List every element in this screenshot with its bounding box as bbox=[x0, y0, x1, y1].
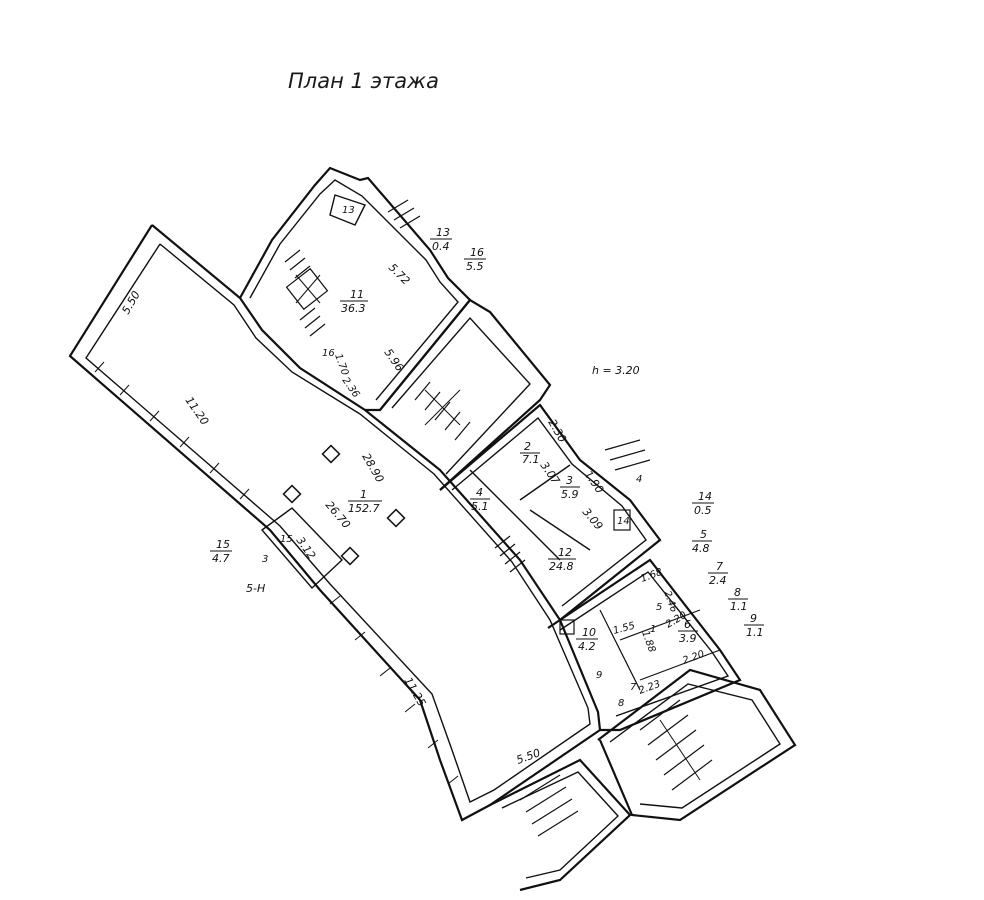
num-16-plan: 16 bbox=[322, 348, 335, 359]
num-13-plan: 13 bbox=[342, 205, 355, 216]
svg-text:5.1: 5.1 bbox=[471, 500, 489, 513]
dim-307: 3.07 bbox=[538, 459, 563, 487]
svg-text:0.4: 0.4 bbox=[432, 240, 450, 253]
room-label-4: 4 5.1 bbox=[470, 486, 490, 513]
room-label-11: 11 36.3 bbox=[340, 288, 368, 315]
dim-190: 1.90 bbox=[582, 468, 607, 496]
svg-text:5: 5 bbox=[700, 528, 707, 541]
num-8-plan: 8 bbox=[618, 698, 624, 709]
svg-text:13: 13 bbox=[436, 226, 450, 239]
num-9-plan: 9 bbox=[596, 670, 602, 681]
room-label-12: 12 24.8 bbox=[548, 546, 576, 573]
svg-text:6: 6 bbox=[684, 618, 691, 631]
plan-title: План 1 этажа bbox=[288, 69, 439, 93]
svg-text:24.8: 24.8 bbox=[549, 560, 574, 573]
room-label-7: 7 2.4 bbox=[708, 560, 728, 587]
room-label-3: 3 5.9 bbox=[560, 474, 580, 501]
room-label-16: 16 5.5 bbox=[464, 246, 486, 273]
room-label-9: 9 1.1 bbox=[744, 612, 764, 639]
external-steps bbox=[387, 199, 651, 471]
main-hall-walls bbox=[68, 224, 602, 822]
num-14-plan: 14 bbox=[617, 516, 630, 527]
entrance-mark: 5-Н bbox=[246, 582, 265, 595]
svg-text:1.1: 1.1 bbox=[746, 626, 764, 639]
svg-text:3: 3 bbox=[566, 474, 573, 487]
room-label-5: 5 4.8 bbox=[692, 528, 712, 555]
room-label-1: 1 152.7 bbox=[348, 488, 382, 515]
svg-text:5.5: 5.5 bbox=[466, 260, 484, 273]
svg-text:2.4: 2.4 bbox=[709, 574, 727, 587]
svg-text:1.1: 1.1 bbox=[730, 600, 748, 613]
svg-text:8: 8 bbox=[734, 586, 741, 599]
svg-text:1: 1 bbox=[360, 488, 367, 501]
svg-text:152.7: 152.7 bbox=[348, 502, 380, 515]
num-5-plan: 5 bbox=[656, 602, 662, 613]
dim-168: 1.68 bbox=[639, 567, 664, 585]
svg-text:5.9: 5.9 bbox=[561, 488, 579, 501]
sanitary-rooms-walls bbox=[547, 558, 742, 732]
num-4-plan: 4 bbox=[636, 474, 642, 485]
dim-170: 1.70 bbox=[332, 352, 350, 377]
num-1-plan: 1 bbox=[650, 624, 656, 635]
svg-text:14: 14 bbox=[698, 490, 712, 503]
svg-text:7.1: 7.1 bbox=[522, 453, 540, 466]
svg-text:36.3: 36.3 bbox=[341, 302, 366, 315]
svg-text:0.5: 0.5 bbox=[694, 504, 712, 517]
room-label-10: 10 4.2 bbox=[576, 626, 598, 653]
dim-1125: 11.25 bbox=[401, 675, 428, 709]
svg-text:4.8: 4.8 bbox=[692, 542, 710, 555]
room-label-15: 15 4.7 bbox=[210, 538, 232, 565]
dim-572: 5.72 bbox=[386, 261, 413, 288]
svg-text:10: 10 bbox=[582, 626, 596, 639]
east-rooms-walls bbox=[439, 403, 662, 621]
dim-596: 5.96 bbox=[382, 346, 407, 374]
dim-155: 1.55 bbox=[612, 621, 636, 637]
central-stair-block bbox=[379, 298, 552, 491]
dim-550-west: 5.50 bbox=[119, 289, 143, 317]
svg-text:2: 2 bbox=[524, 440, 531, 453]
room-label-2: 2 7.1 bbox=[520, 440, 540, 466]
svg-text:16: 16 bbox=[470, 246, 484, 259]
south-stair-blocks bbox=[489, 668, 797, 892]
dim-309: 3.09 bbox=[580, 506, 606, 533]
svg-text:4: 4 bbox=[476, 486, 483, 499]
num-3-plan: 3 bbox=[262, 554, 268, 565]
dim-550-south: 5.50 bbox=[515, 746, 542, 767]
stairs-room-11 bbox=[284, 249, 326, 337]
dim-1120: 11.20 bbox=[183, 394, 212, 427]
svg-text:9: 9 bbox=[750, 612, 757, 625]
svg-text:7: 7 bbox=[716, 560, 723, 573]
svg-text:4.2: 4.2 bbox=[578, 640, 596, 653]
room-label-8: 8 1.1 bbox=[728, 586, 748, 613]
svg-text:11: 11 bbox=[350, 288, 364, 301]
vestibule-walls bbox=[260, 507, 343, 590]
svg-text:15: 15 bbox=[216, 538, 230, 551]
svg-text:3.9: 3.9 bbox=[679, 632, 697, 645]
room-label-14: 14 0.5 bbox=[692, 490, 714, 517]
num-7-plan: 7 bbox=[630, 682, 637, 693]
dim-312: 3.12 bbox=[294, 534, 319, 562]
svg-text:4.7: 4.7 bbox=[212, 552, 230, 565]
num-15-plan: 15 bbox=[280, 534, 293, 545]
ceiling-height: h = 3.20 bbox=[592, 364, 640, 377]
room-label-13: 13 0.4 bbox=[430, 226, 452, 253]
dim-2890: 28.90 bbox=[359, 451, 386, 485]
room-label-6: 6 3.9 bbox=[678, 618, 698, 645]
dim-220-b: 2.20 bbox=[681, 649, 706, 667]
svg-text:12: 12 bbox=[558, 546, 572, 559]
